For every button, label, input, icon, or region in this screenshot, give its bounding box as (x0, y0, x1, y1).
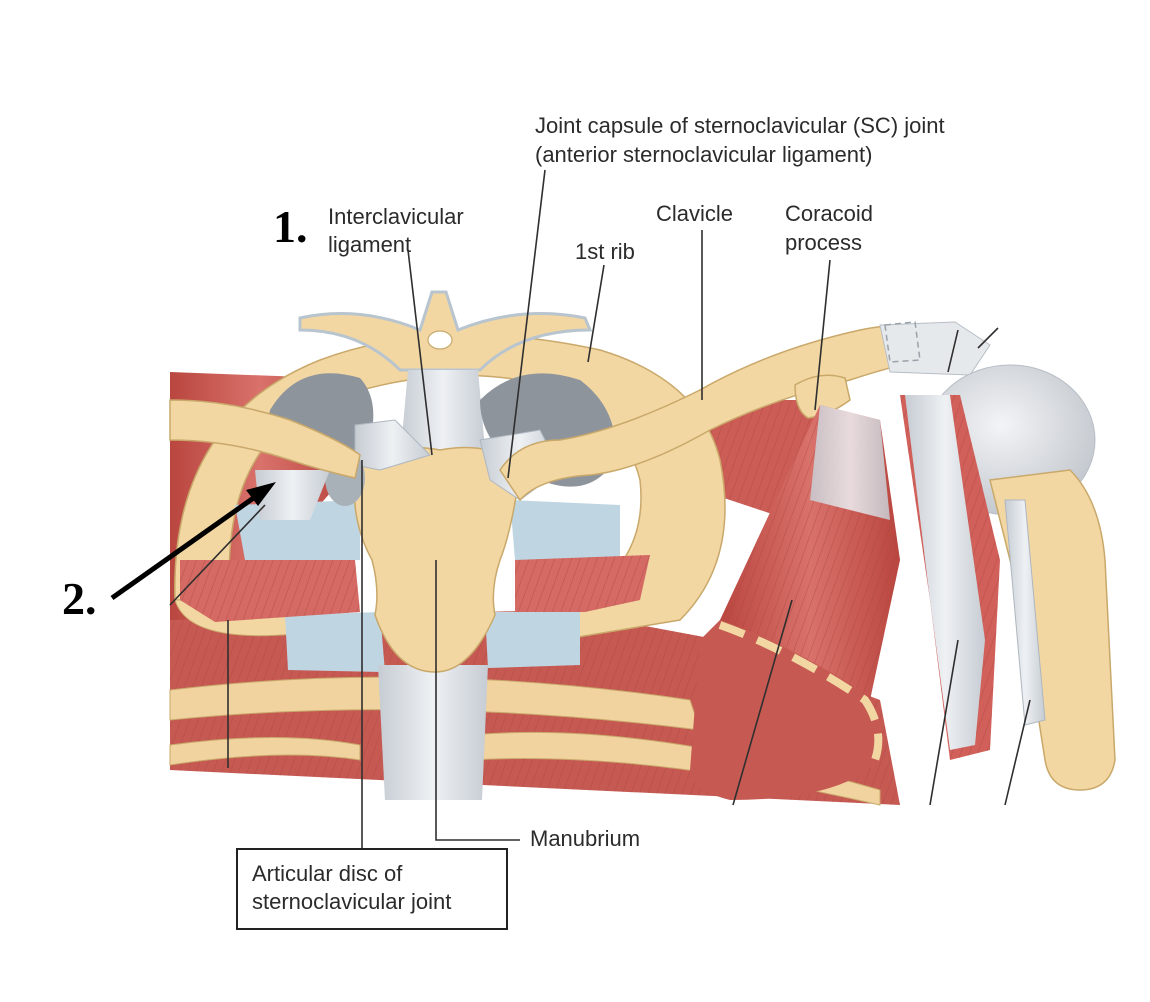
arm-tendons (900, 395, 1046, 760)
shoulder-muscle-fan (720, 405, 900, 700)
manubrium-label: Manubrium (530, 826, 640, 851)
articular-disc-label-line1: Articular disc of (252, 861, 403, 886)
coracoid-label-line1: Coracoid (785, 201, 873, 226)
leader-unlabeled-2 (732, 599, 793, 806)
leader-manubrium (435, 560, 520, 841)
vertebra (298, 290, 593, 460)
leader-joint-capsule (507, 169, 546, 479)
leader-unlabeled-7 (169, 504, 266, 606)
articular-disc-label-line2: sternoclavicular joint (252, 889, 452, 914)
leader-first-rib (587, 264, 605, 363)
leader-unlabeled-6 (977, 327, 999, 349)
marker-two: 2. (62, 573, 97, 624)
intercostal-muscles (180, 555, 650, 622)
acromioclavicular-region (879, 321, 991, 376)
leader-coracoid (814, 259, 831, 411)
marker-two-arrow (110, 482, 276, 601)
leader-unlabeled-3 (929, 639, 959, 806)
manubrium-bone (353, 446, 521, 673)
left-clavicle (169, 399, 361, 479)
leader-unlabeled-5 (947, 329, 959, 373)
clavicle-label: Clavicle (656, 201, 733, 226)
first-rib-label: 1st rib (575, 239, 635, 264)
joint-capsule-label-line1: Joint capsule of sternoclavicular (SC) j… (535, 113, 945, 138)
cut-muscle-cylinder (690, 620, 883, 800)
leader-interclavicular (407, 249, 433, 456)
sternal-body-ligaments (378, 665, 488, 800)
interclavicular-label-line1: Interclavicular (328, 204, 464, 229)
joint-capsule-label-line2: (anterior sternoclavicular ligament) (535, 142, 872, 167)
marker-one: 1. (273, 201, 308, 252)
leader-unlabeled-4 (1004, 699, 1031, 806)
coracoid-label-line2: process (785, 230, 862, 255)
articular-disc-label-box: Articular disc of sternoclavicular joint (236, 848, 508, 930)
leader-lines (169, 169, 1031, 848)
interclavicular-label-line2: ligament (328, 232, 411, 257)
